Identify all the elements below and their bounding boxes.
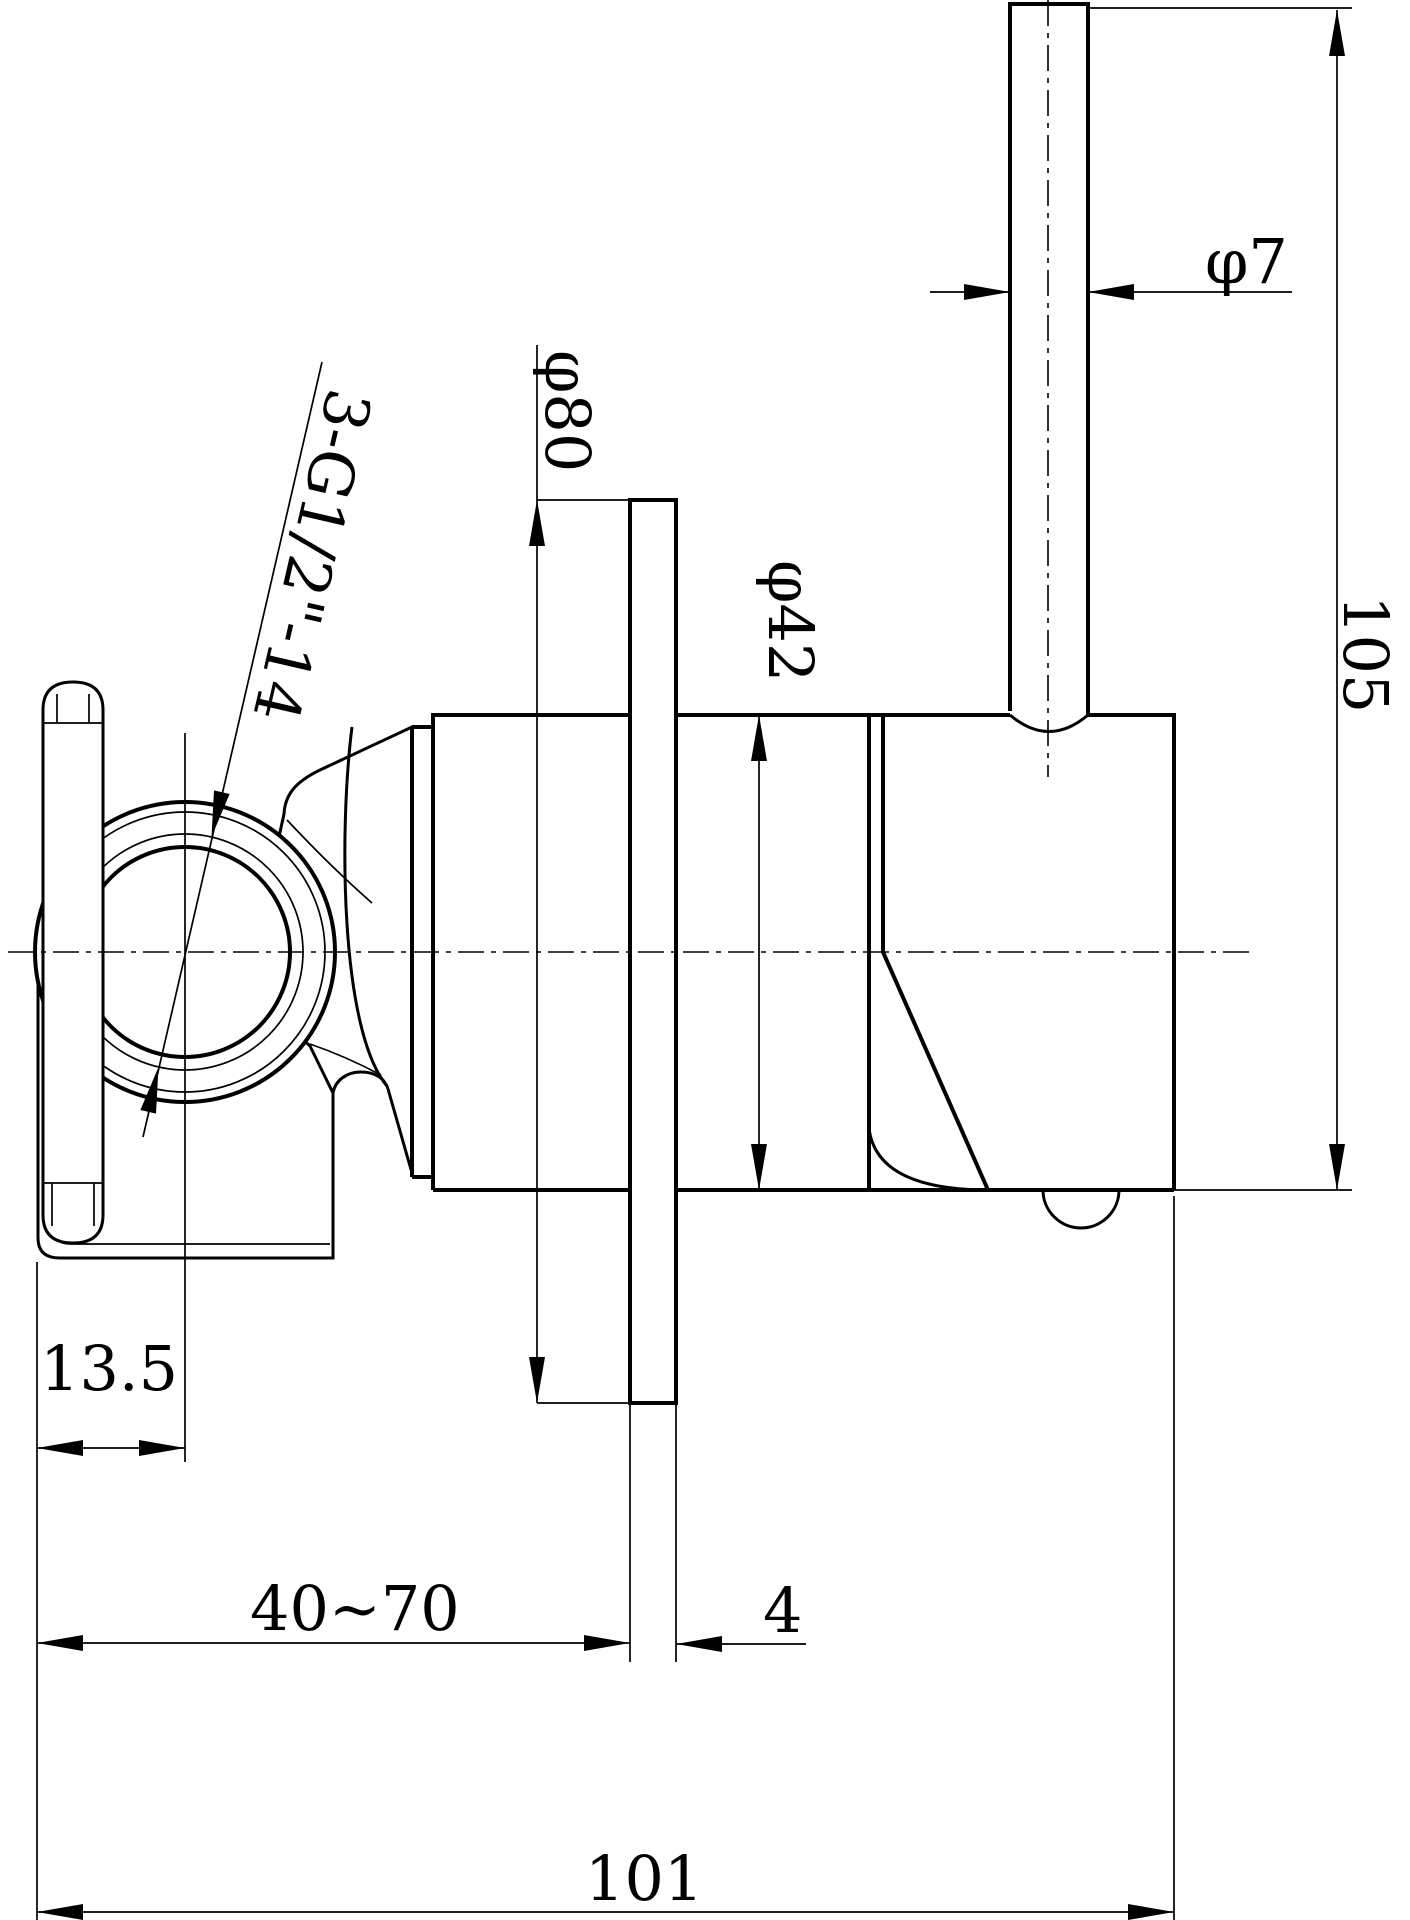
dim-rod-diameter: φ7 xyxy=(930,225,1292,300)
dim-label-cartridge-diameter: φ42 xyxy=(754,560,827,682)
rod-bottom-cap xyxy=(1009,713,1089,733)
cone-waist-curve xyxy=(343,726,389,1087)
leader-line xyxy=(142,361,323,1138)
arrowhead-down xyxy=(529,1357,545,1403)
arrowhead-left xyxy=(37,1635,83,1651)
body-chamfer-diagonal xyxy=(881,951,990,1191)
dim-label-thread-spec: 3-G1/2"-14 xyxy=(238,383,385,729)
arrowhead-right xyxy=(584,1635,630,1651)
arrowhead-up xyxy=(751,715,767,761)
dim-overall-height: 105 xyxy=(1090,7,1402,1191)
dim-label-plate-thickness: 4 xyxy=(763,1574,802,1647)
leader-arrowhead-lower xyxy=(140,1067,159,1114)
cone-fillet-lower xyxy=(309,1043,382,1076)
set-screw-dome xyxy=(1041,1189,1121,1230)
valve-body xyxy=(410,713,1176,1230)
arrowhead-up xyxy=(1329,10,1345,56)
dim-handle-offset: 13.5 xyxy=(36,1262,185,1920)
handle-rod xyxy=(1008,2,1090,733)
arrowhead-left xyxy=(37,1904,83,1920)
arrowhead-right xyxy=(139,1440,185,1456)
handle-lever xyxy=(41,680,105,1245)
cone-fillet-upper xyxy=(286,819,373,904)
arrowhead-down xyxy=(751,1144,767,1190)
dim-cartridge-diameter: φ42 xyxy=(751,560,827,1190)
outlet-port-arc xyxy=(867,1127,983,1192)
dim-plate-diameter: φ80 xyxy=(529,345,630,1404)
dim-label-overall-height: 105 xyxy=(1329,595,1402,713)
dim-overall-length: 101 xyxy=(37,1196,1175,1920)
leader-arrowhead-upper xyxy=(211,790,230,837)
arrowhead-right xyxy=(964,284,1010,300)
arrowhead-left xyxy=(676,1636,722,1652)
arrowhead-down xyxy=(1329,1144,1345,1190)
arrowhead-up xyxy=(529,500,545,546)
dim-label-overall-length: 101 xyxy=(585,1842,703,1915)
dim-label-mounting-depth-range: 40~70 xyxy=(250,1572,460,1645)
lever-outline xyxy=(41,680,105,1245)
arrowhead-left xyxy=(1088,284,1134,300)
dim-mounting-depth: 40~70 xyxy=(37,1405,677,1662)
dim-label-handle-offset: 13.5 xyxy=(40,1332,178,1405)
dim-label-rod-diameter: φ7 xyxy=(1205,225,1288,298)
arrowhead-left xyxy=(37,1440,83,1456)
dim-plate-thickness: 4 xyxy=(676,1574,806,1652)
arrowhead-right xyxy=(1128,1904,1174,1920)
dim-label-plate-diameter: φ80 xyxy=(531,350,604,472)
